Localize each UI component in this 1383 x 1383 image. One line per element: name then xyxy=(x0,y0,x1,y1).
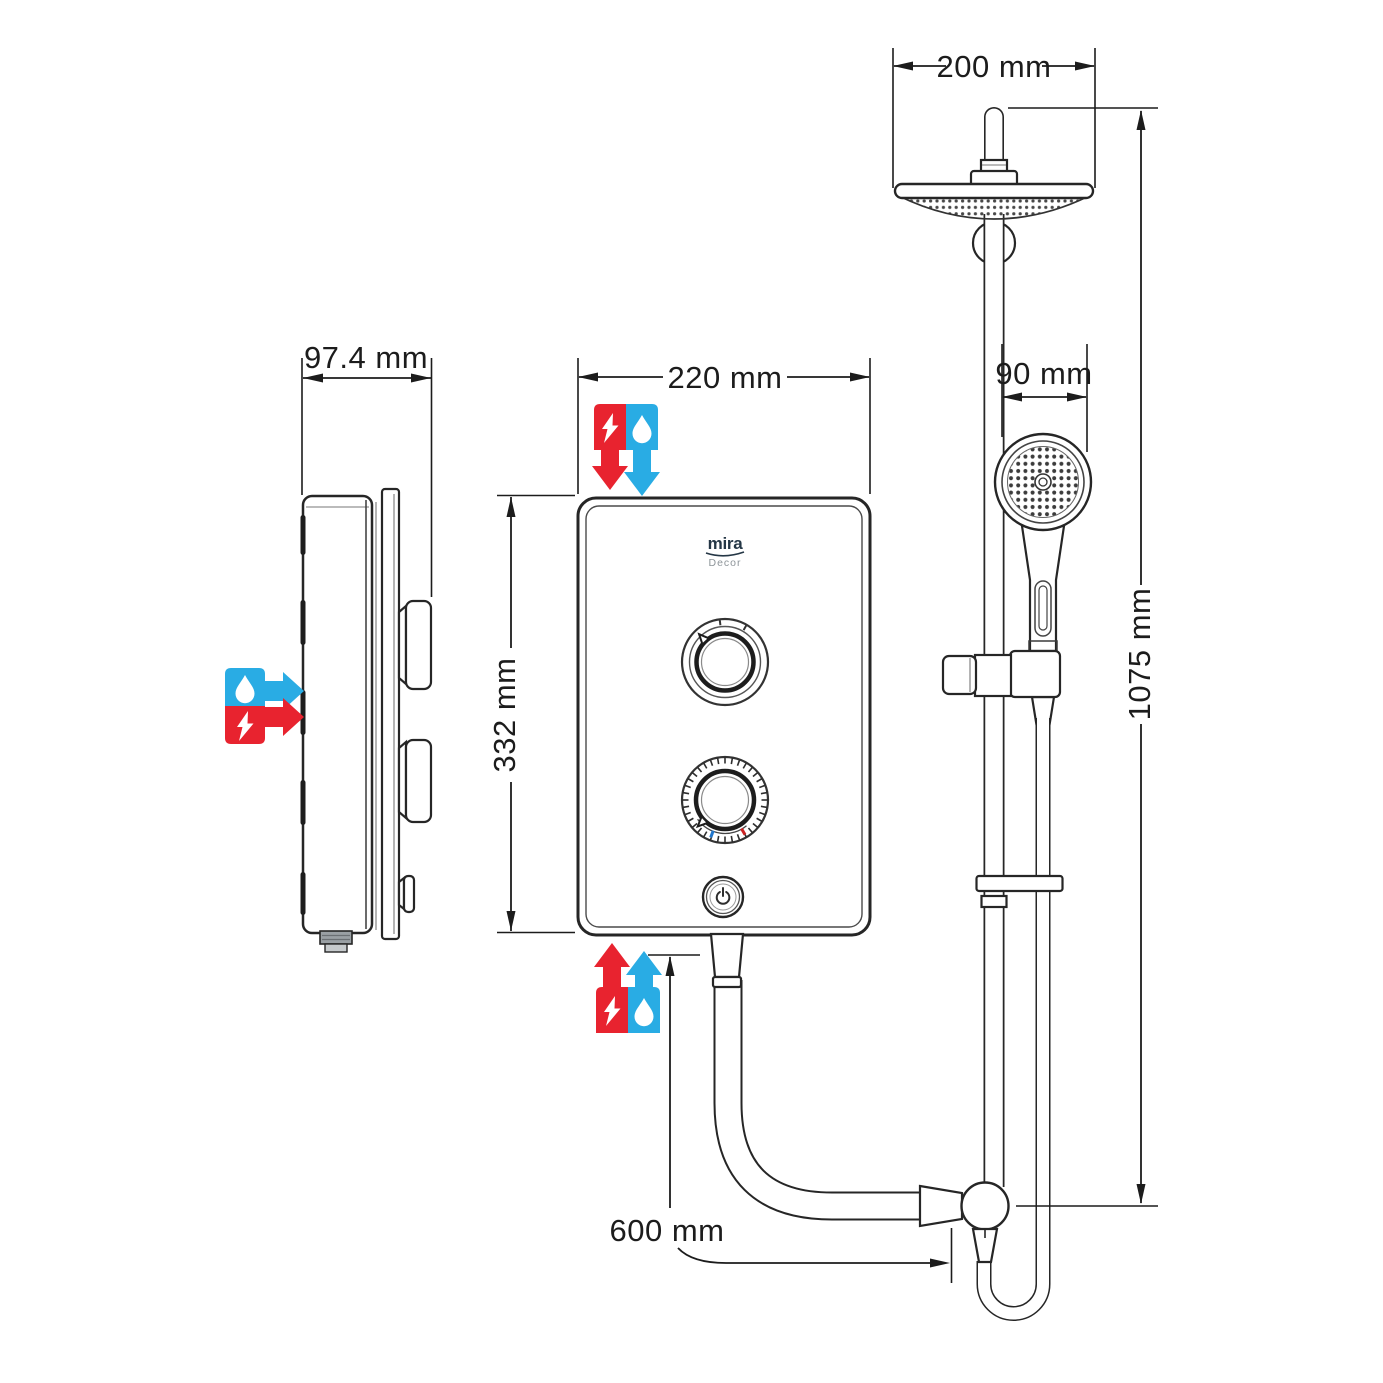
side-temperature-knob xyxy=(397,738,433,824)
offset-leader-line xyxy=(677,1247,930,1264)
cold-mark xyxy=(709,830,715,838)
power-icon xyxy=(715,887,731,905)
dim-label-offset: 600 mm xyxy=(610,1213,725,1248)
mira-logo: mira Decor xyxy=(705,534,745,569)
flow-setting-tick-1 xyxy=(718,620,722,626)
lightning-bolt-icon xyxy=(604,996,621,1026)
bottom-inlet-icon xyxy=(594,943,662,1033)
dim-label-side-depth: 97.4 mm xyxy=(304,340,428,375)
hot-mark xyxy=(740,827,747,836)
front-panel-inner xyxy=(585,505,863,928)
dim-front-height: 332 mm xyxy=(487,494,575,934)
side-faceplate xyxy=(380,487,401,941)
dim-riser-height: 1075 mm xyxy=(1008,107,1158,1207)
side-power-button xyxy=(397,874,416,914)
dim-label-front-width: 220 mm xyxy=(668,360,783,395)
clamp-knob xyxy=(941,654,978,696)
overhead-spray-face xyxy=(898,195,1090,220)
temperature-knob xyxy=(680,755,770,845)
slider-clamp xyxy=(941,649,1062,699)
overhead-shower-head xyxy=(893,182,1095,220)
dim-label-front-height: 332 mm xyxy=(487,658,522,773)
logo-swoosh xyxy=(705,551,745,557)
side-mounting-clips xyxy=(300,515,306,915)
appliance-hose xyxy=(713,980,922,1221)
side-inlet-icon xyxy=(225,668,304,744)
water-drop-icon xyxy=(632,415,652,444)
dim-side-depth: 97.4 mm xyxy=(301,340,433,597)
overhead-head-rim xyxy=(893,182,1095,200)
dim-handset-width: 90 mm xyxy=(995,344,1092,452)
brand-logo-text: mira xyxy=(708,534,744,553)
rail-collar xyxy=(980,894,1008,909)
clamp-body xyxy=(973,653,1013,698)
lightning-bolt-icon xyxy=(602,413,619,443)
water-drop-icon xyxy=(235,675,255,704)
elbow-joint xyxy=(918,1181,1010,1264)
brand-model-text: Decor xyxy=(708,557,741,569)
handheld-shower-head xyxy=(993,432,1093,532)
temperature-knob-pointer xyxy=(695,814,710,829)
side-body xyxy=(301,494,374,935)
side-flow-knob xyxy=(397,599,433,691)
dim-label-handset-width: 90 mm xyxy=(995,356,1092,391)
dim-label-riser-height: 1075 mm xyxy=(1122,588,1157,721)
flow-knob-pointer xyxy=(697,632,711,647)
elbow-ball xyxy=(960,1181,1010,1231)
appliance-hose-connector xyxy=(709,932,745,989)
dim-front-width: 220 mm xyxy=(577,358,871,494)
dim-label-overhead-width: 200 mm xyxy=(937,49,1052,84)
elbow-inlet-connector xyxy=(918,1184,964,1228)
riser-assembly xyxy=(709,107,1095,1321)
flow-knob xyxy=(680,617,770,707)
wall-bracket xyxy=(975,874,1064,893)
water-drop-icon xyxy=(634,998,654,1027)
side-hose-outlet xyxy=(319,930,353,953)
lightning-bolt-icon xyxy=(237,711,254,741)
flow-setting-tick-2 xyxy=(742,625,748,631)
front-view: mira Decor xyxy=(576,496,872,937)
handset-holder xyxy=(1008,649,1062,699)
dim-offset: 600 mm xyxy=(610,954,953,1283)
side-view xyxy=(300,487,433,953)
handset-handle xyxy=(1020,524,1066,730)
handset-hose xyxy=(976,718,1051,1321)
elbow-outlet-connector xyxy=(971,1227,999,1264)
power-button xyxy=(701,875,745,919)
top-inlet-icon xyxy=(592,404,660,496)
dim-overhead-width: 200 mm xyxy=(892,48,1096,188)
